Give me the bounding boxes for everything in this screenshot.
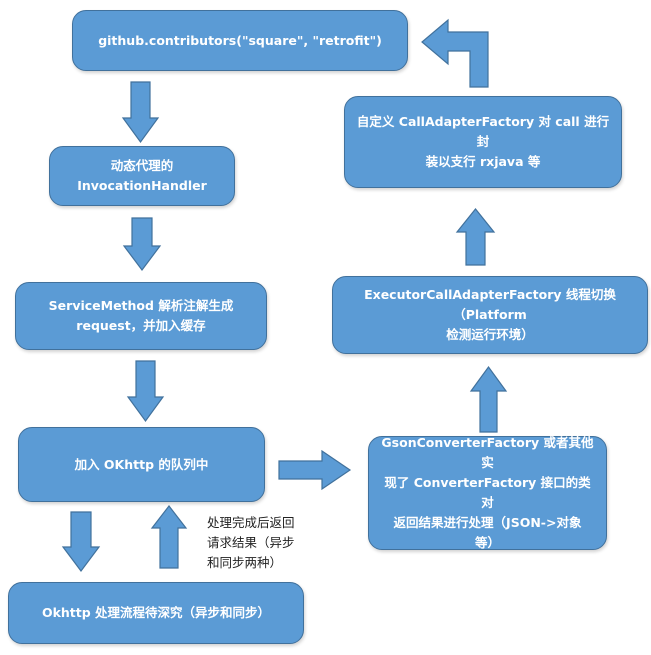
node-gson-converter-factory: GsonConverterFactory 或者其他实 现了 ConverterF… [368, 435, 607, 550]
note-line: 请求结果（异步 [207, 535, 295, 550]
node-line: GsonConverterFactory 或者其他实 [381, 435, 594, 470]
node-line: 返回结果进行处理（JSON->对象 [393, 515, 582, 530]
node-line: Okhttp 处理流程待深究（异步和同步） [41, 605, 271, 620]
node-line: 检测运行环境） [446, 327, 534, 342]
node-line: 装以支行 rxjava 等 [425, 154, 541, 169]
node-line: request，并加入缓存 [76, 318, 206, 333]
node-github-contributors-call: github.contributors("square", "retrofit"… [72, 10, 408, 71]
arrow-gson-to-executor [469, 365, 508, 433]
node-okhttp-process: Okhttp 处理流程待深究（异步和同步） [8, 582, 304, 644]
node-line: ExecutorCallAdapterFactory 线程切换（Platform [364, 287, 616, 322]
arrow-queue-to-gson [278, 449, 352, 491]
arrow-servicemethod-to-queue [126, 360, 165, 423]
arrow-handler-to-servicemethod [122, 217, 162, 271]
node-line: InvocationHandler [77, 178, 207, 193]
node-line: 等） [474, 535, 500, 550]
note-line: 处理完成后返回 [207, 515, 295, 530]
node-okhttp-queue: 加入 OKhttp 的队列中 [18, 427, 265, 502]
arrow-custom-to-github [421, 18, 489, 88]
arrow-executor-to-custom [455, 208, 496, 266]
node-line: 现了 ConverterFactory 接口的类对 [384, 475, 591, 510]
node-service-method: ServiceMethod 解析注解生成 request，并加入缓存 [15, 282, 267, 350]
node-line: 加入 OKhttp 的队列中 [74, 456, 209, 472]
node-line: ServiceMethod 解析注解生成 [48, 298, 234, 313]
node-invocation-handler: 动态代理的 InvocationHandler [49, 146, 235, 206]
node-custom-call-adapter-factory: 自定义 CallAdapterFactory 对 call 进行封 装以支行 r… [344, 96, 622, 188]
node-line: github.contributors("square", "retrofit"… [98, 32, 382, 48]
arrow-queue-to-process [61, 511, 101, 572]
note-line: 和同步两种） [207, 555, 283, 570]
arrow-github-to-handler [121, 81, 160, 144]
node-line: 自定义 CallAdapterFactory 对 call 进行封 [356, 114, 610, 149]
node-executor-call-adapter-factory: ExecutorCallAdapterFactory 线程切换（Platform… [332, 276, 648, 354]
node-line: 动态代理的 [110, 158, 174, 173]
return-result-note: 处理完成后返回 请求结果（异步 和同步两种） [207, 513, 327, 573]
arrow-process-to-queue [150, 505, 188, 569]
